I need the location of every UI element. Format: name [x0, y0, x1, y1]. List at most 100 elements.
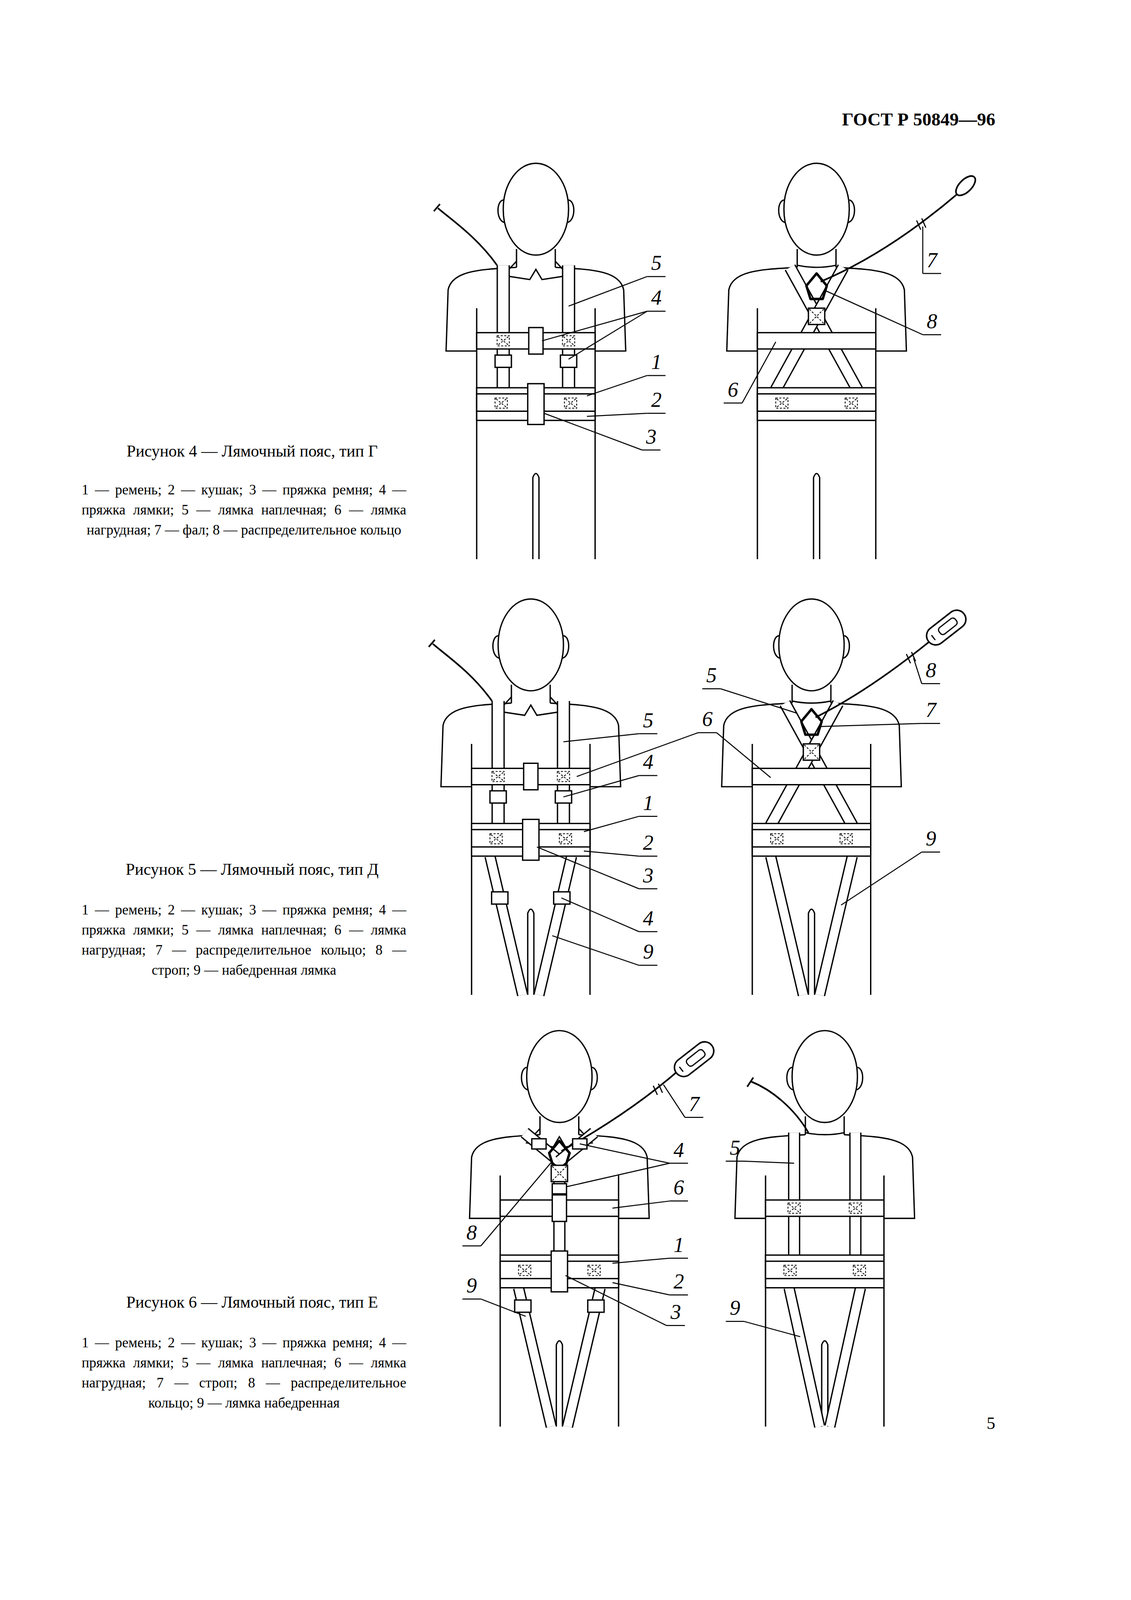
shoulder-strap — [790, 267, 858, 390]
callout-underline — [702, 688, 721, 690]
leader-line — [480, 1299, 526, 1317]
distribution-ring — [806, 273, 827, 300]
mannequin-crotch — [813, 473, 820, 560]
mannequin-crotch — [527, 909, 534, 996]
leader-line — [744, 1321, 801, 1338]
shoulder-strap — [775, 267, 844, 390]
leader-line — [612, 1201, 670, 1209]
callout-underline — [639, 816, 658, 818]
callout-number: 8 — [925, 660, 937, 682]
mannequin-neck — [792, 684, 831, 704]
lanyard — [437, 208, 498, 266]
distribution-ring — [549, 1141, 570, 1167]
belt-buckle — [527, 383, 545, 425]
chest-strap — [757, 332, 876, 350]
mannequin-ear — [567, 200, 574, 223]
callout-underline — [646, 276, 666, 277]
carabiner-gate — [685, 1048, 707, 1069]
leader-line — [742, 341, 777, 403]
sash — [765, 1255, 885, 1289]
leader-lines — [462, 226, 942, 1338]
mannequin-neck — [540, 1116, 579, 1136]
stitch-mark — [845, 398, 858, 409]
callout-number: 3 — [670, 1302, 682, 1324]
strap-buckle — [531, 1139, 547, 1150]
strap-buckle — [495, 355, 512, 368]
stitch-mark — [560, 834, 571, 844]
mannequin-ear — [590, 1067, 598, 1090]
shoulder-strap — [790, 267, 858, 390]
shoulder-strap — [850, 1132, 860, 1258]
harness-figure — [433, 163, 626, 560]
leader-line — [561, 898, 640, 933]
lanyard — [751, 1081, 809, 1133]
leader-line — [563, 734, 640, 743]
harness-figure — [726, 163, 979, 560]
stitch-mark — [495, 399, 506, 408]
stitch-mark — [775, 398, 788, 409]
thigh-strap — [829, 1287, 861, 1427]
leader-line — [536, 847, 640, 890]
callout-number: 3 — [646, 426, 657, 448]
callout-underline — [639, 964, 658, 966]
callout-underline — [646, 412, 666, 414]
harness-figure — [734, 1031, 915, 1428]
leader-line — [720, 688, 798, 714]
callout-underline — [922, 334, 942, 336]
chest-buckle — [523, 763, 538, 790]
stitch-mark — [565, 399, 576, 408]
mannequin-head — [498, 599, 564, 691]
leader-line — [563, 775, 640, 798]
shoulder-strap — [492, 701, 504, 826]
mannequin-neck — [516, 249, 556, 268]
carabiner-hinge — [931, 635, 936, 641]
stitch-mark — [854, 1266, 865, 1275]
stitch-mark — [853, 1265, 866, 1276]
lanyard-loop — [952, 172, 979, 199]
leader-line — [566, 1163, 670, 1187]
stitch-mark — [783, 1265, 797, 1276]
stitch-mark — [498, 336, 509, 345]
callout-underline — [698, 732, 717, 734]
chest-buckle — [552, 1195, 567, 1222]
leader-line — [663, 1084, 685, 1118]
sash — [752, 823, 871, 857]
callout-number: 9 — [925, 828, 937, 850]
leader-line — [586, 413, 647, 417]
mannequin-head — [792, 1031, 858, 1123]
callout-number: 2 — [642, 832, 654, 854]
mannequin-crotch — [556, 1341, 563, 1428]
carabiner-hinge — [679, 1067, 683, 1073]
thigh-strap — [538, 856, 572, 996]
strap-cross-stitch — [809, 309, 824, 324]
stitch-mark — [497, 335, 510, 346]
leader-line — [576, 732, 699, 777]
stitch-mark — [562, 335, 575, 346]
lanyard — [815, 633, 940, 718]
running-header: ГОСТ Р 50849—96 — [841, 110, 996, 129]
belt — [752, 829, 871, 848]
stitch-mark — [846, 399, 857, 408]
carabiner-body — [670, 1038, 718, 1081]
stitch-mark — [493, 772, 504, 782]
callout-underline — [669, 1200, 688, 1202]
callout-underline — [639, 775, 658, 777]
stitch-mark — [771, 834, 782, 844]
shoulder-strap — [497, 265, 509, 391]
distribution-ring — [801, 709, 822, 735]
stitch-mark — [519, 1266, 530, 1275]
strap-cross-patch — [551, 1165, 568, 1183]
leader-line — [579, 1144, 670, 1164]
leader-line — [744, 1161, 795, 1164]
callout-underline — [684, 1117, 704, 1119]
callout-number: 4 — [642, 908, 654, 930]
carabiner-body — [922, 606, 970, 649]
callout-underline — [639, 931, 658, 933]
chest-strap — [765, 1200, 885, 1217]
thigh-strap — [788, 1287, 820, 1427]
mannequin-crotch — [808, 909, 815, 996]
callout-number: 5 — [729, 1137, 741, 1159]
callout-number: 6 — [673, 1177, 684, 1199]
strap-buckle — [552, 1183, 567, 1194]
shoulder-strap — [775, 267, 844, 390]
